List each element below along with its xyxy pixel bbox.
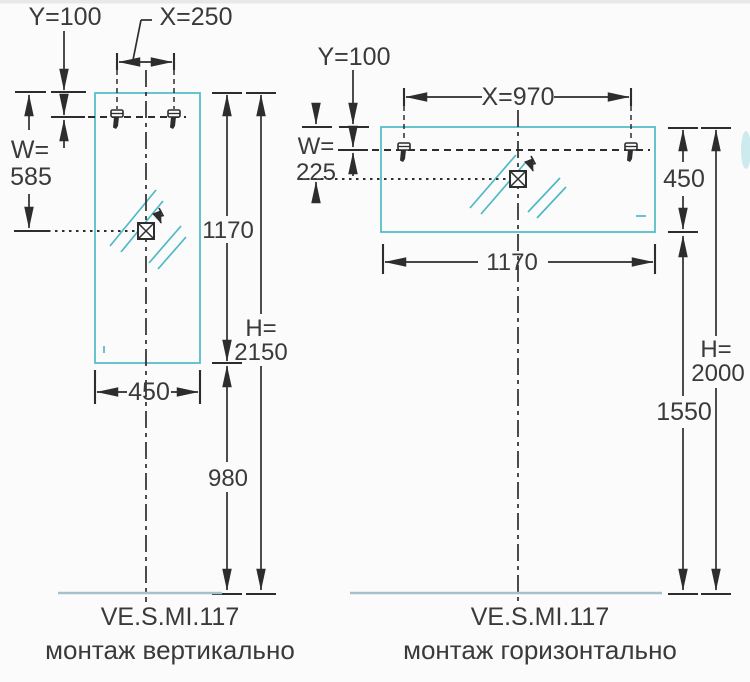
mirror-reflection-marks [469,154,646,219]
dim-w-value: 585 [10,163,52,191]
mounting-caption: монтаж вертикально [45,635,295,665]
product-code: VE.S.MI.117 [471,603,610,631]
dimension-lines [302,70,731,596]
dim-mirror-height: 450 [663,165,705,193]
left-diagram-vertical-mounting: Y=100 X=250 W= 585 1170 H= 2150 980 450 … [10,3,295,665]
dim-x-spacing-label: X=250 [160,3,233,31]
dim-mirror-height: 1170 [202,217,254,244]
dim-mirror-width: 1170 [486,249,538,276]
power-outlet-icon [138,208,163,239]
dim-mirror-width: 450 [128,378,170,406]
dim-total-height-label: H= [245,315,276,342]
mirror-reflection-marks [103,189,187,353]
dim-y-offset-label: Y=100 [318,43,391,71]
wall-hook-icon [167,109,181,130]
dim-w-label: W= [11,136,49,164]
dim-total-height-value: 2000 [691,360,744,387]
dim-w-value: 225 [296,159,336,186]
wall-hook-icon [397,142,411,163]
mirror-outline-vertical [94,92,201,364]
dim-bottom-clearance: 1550 [656,398,712,426]
dim-total-height-value: 2150 [234,339,287,366]
dim-y-offset-label: Y=100 [29,3,102,31]
right-diagram-horizontal-mounting: Y=100 X=970 W= 225 450 1170 H= 2000 1550… [296,43,745,665]
cropped-edge-artifact [741,131,750,169]
dim-w-label: W= [298,133,335,160]
dim-x-spacing-label: X=970 [482,83,555,111]
wall-hook-icon [110,109,124,130]
construction-lines [20,70,186,602]
dim-bottom-clearance: 980 [208,465,248,492]
dimension-lines [14,19,276,596]
top-edge-shadow [0,0,750,4]
construction-lines [300,106,650,603]
dim-total-height-label: H= [700,336,731,363]
product-code: VE.S.MI.117 [101,603,240,631]
power-outlet-icon [510,156,535,187]
wall-hook-icon [624,142,638,163]
mounting-caption: монтаж горизонтально [403,635,677,665]
